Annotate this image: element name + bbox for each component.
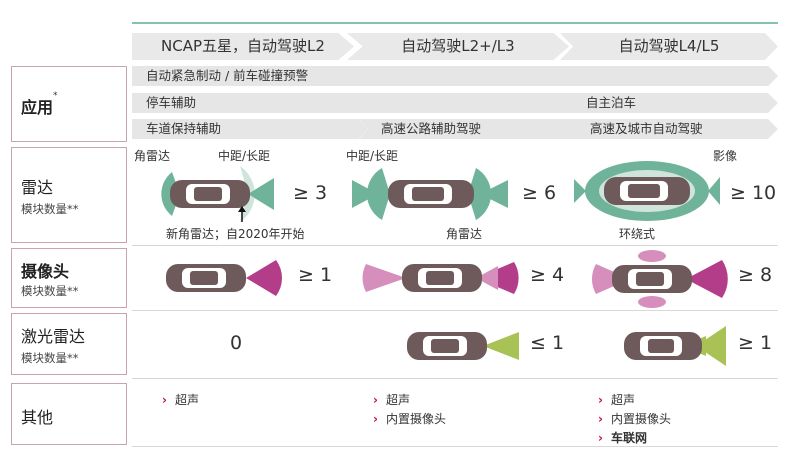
caption-corner-radar: 角雷达 — [134, 149, 171, 163]
lidar-count-l3: ≤ 1 — [530, 332, 565, 354]
bar-aeb: 自动紧急制动 / 前车碰撞预警 — [132, 66, 778, 86]
camera-diagram-l3 — [362, 262, 519, 294]
list-item: ›车联网 — [598, 431, 647, 445]
radar-front-corner-lobe — [468, 168, 492, 220]
other-label: 其他 — [21, 408, 54, 427]
radar-diagram-l4l5 — [574, 161, 720, 221]
row-label-camera: 摄像头 模块数量** — [11, 248, 127, 308]
car-icon — [166, 264, 246, 292]
camera-count-l2: ≥ 1 — [298, 264, 333, 286]
car-icon — [624, 332, 702, 360]
car-icon — [604, 177, 690, 205]
row-label-lidar: 激光雷达 模块数量** — [11, 313, 127, 375]
list-item: ›超声 — [598, 393, 635, 407]
list-item: ›内置摄像头 — [598, 412, 671, 426]
row-separator — [132, 310, 778, 311]
bar-parking-assist: 停车辅助 — [132, 93, 586, 113]
camera-count-label: 模块数量** — [21, 284, 79, 298]
list-item: ›超声 — [162, 393, 199, 407]
caption-corner-radar-2: 角雷达 — [446, 227, 483, 241]
row-label-other: 其他 — [11, 383, 127, 445]
row-label-radar: 雷达 模块数量** — [11, 147, 127, 243]
stage-header-l3: 自动驾驶L2+/L3 — [347, 33, 569, 60]
application-footnote-mark: * — [53, 91, 58, 101]
camera-front-fov — [686, 260, 728, 298]
lidar-label: 激光雷达 — [21, 327, 86, 346]
car-icon — [612, 265, 692, 293]
lidar-diagram-l3 — [407, 332, 519, 360]
lidar-diagram-l4l5 — [624, 326, 726, 366]
bar-lane-keep: 车道保持辅助 — [132, 119, 368, 139]
camera-label: 摄像头 — [21, 262, 70, 281]
radar-count-l2: ≥ 3 — [293, 182, 328, 204]
radar-rear-long-range — [352, 180, 378, 208]
radar-diagram-l2 — [161, 166, 274, 222]
radar-front-long-range — [248, 178, 274, 210]
application-label: 应用 — [21, 98, 54, 117]
stage-header-l4l5: 自动驾驶L4/L5 — [560, 33, 778, 60]
camera-count-l3: ≥ 4 — [530, 264, 565, 286]
caption-new-corner-radar: 新角雷达；自2020年开始 — [166, 227, 305, 241]
caption-mid-long-1: 中距/长距 — [218, 149, 271, 163]
bar-auto-parking: 自主泊车 — [576, 93, 778, 113]
other-list-l4l5: ›超声 ›内置摄像头 ›车联网 — [598, 391, 671, 446]
top-rule — [132, 22, 778, 24]
car-icon — [388, 180, 474, 208]
lidar-count-l4l5: ≥ 1 — [738, 332, 773, 354]
list-item: ›超声 — [373, 393, 410, 407]
radar-count-l4l5: ≥ 10 — [730, 182, 777, 204]
list-item: ›内置摄像头 — [373, 412, 446, 426]
radar-count-l3: ≥ 6 — [522, 182, 557, 204]
caption-surround: 环绕式 — [619, 227, 656, 241]
camera-bottom-fov — [638, 296, 666, 308]
radar-rear-long-range — [574, 179, 586, 203]
camera-rear-fov — [591, 264, 630, 294]
other-list-l3: ›超声 ›内置摄像头 — [373, 391, 446, 427]
camera-diagram-l4l5 — [591, 250, 728, 308]
stage-header-l2: NCAP五星，自动驾驶L2 — [132, 33, 354, 60]
camera-count-l4l5: ≥ 8 — [738, 264, 773, 286]
other-list-l2: ›超声 — [162, 391, 199, 408]
bar-city-autonomous: 高速及城市自动驾驶 — [578, 119, 778, 139]
lidar-front-beam — [483, 332, 519, 360]
radar-front-long-range — [480, 180, 508, 208]
radar-diagram-l3 — [352, 168, 508, 220]
radar-front-long-range — [708, 177, 720, 205]
car-icon — [402, 264, 482, 292]
car-icon — [170, 180, 250, 208]
lidar-count-label: 模块数量** — [21, 351, 79, 365]
row-separator — [132, 245, 778, 246]
radar-rear-corner-lobe — [366, 168, 390, 220]
camera-rear-fov — [362, 264, 406, 292]
radar-count-label: 模块数量** — [21, 202, 79, 216]
row-separator — [132, 378, 778, 379]
row-label-application: 应用 * — [11, 66, 127, 142]
lidar-front-beam — [696, 326, 726, 366]
caption-imaging: 影像 — [713, 149, 738, 163]
caption-mid-long-2: 中距/长距 — [346, 149, 399, 163]
row-separator — [132, 446, 778, 447]
car-icon — [407, 332, 487, 360]
lidar-count-l2: 0 — [230, 332, 243, 354]
radar-front-corner-lobe — [240, 166, 255, 222]
radar-label: 雷达 — [21, 178, 54, 197]
bar-highway-assist: 高速公路辅助驾驶 — [359, 119, 588, 139]
camera-diagram-l2 — [166, 260, 282, 296]
camera-top-fov — [638, 250, 666, 262]
camera-front-fov — [246, 260, 282, 296]
